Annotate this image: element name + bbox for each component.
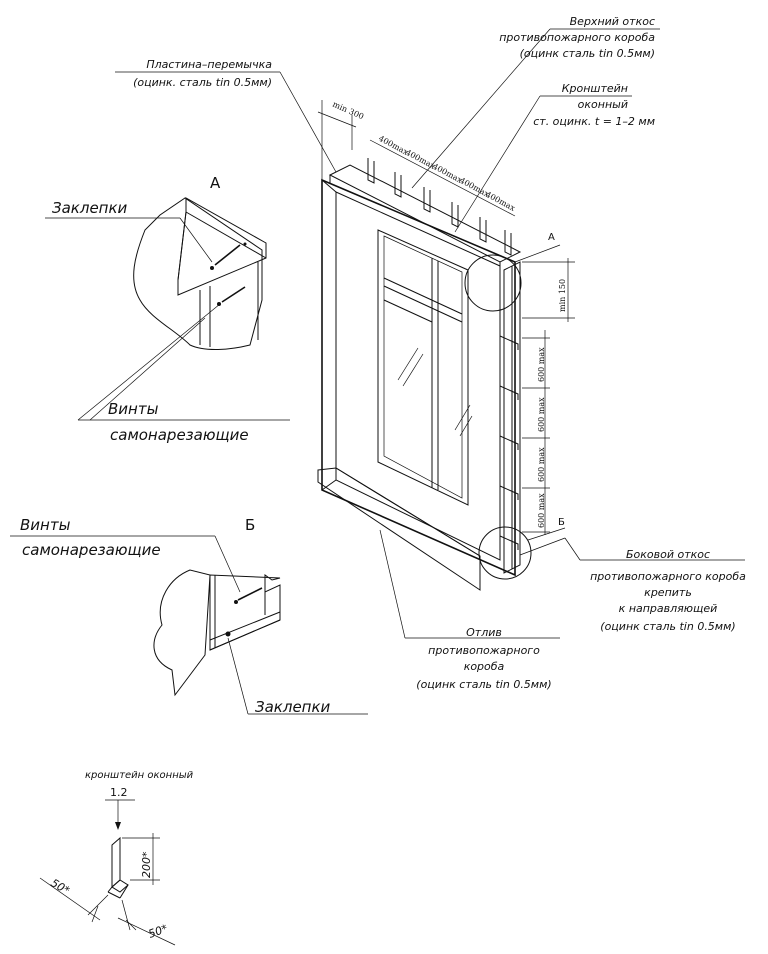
svg-text:короба: короба [464,660,505,673]
detail-b: Винты самонарезающие Б Заклепки [10,516,368,716]
callout-sill: Отлив противопожарного короба (оцинк ста… [379,529,560,691]
bracket-detail: кронштейн оконный 1.2 200* 50* 50* [39,770,194,946]
dim-min-150: min 150 [558,279,567,312]
svg-text:(оцинк сталь tin 0.5мм): (оцинк сталь tin 0.5мм) [416,678,551,691]
detail-a-screws-label-1: Винты [108,400,159,418]
dim-top: min 300 400max 400max 400max 400max 400m… [317,100,517,217]
detail-b-marker: Б [245,516,255,534]
svg-text:к направляющей: к направляющей [619,602,718,615]
window-sash [377,229,469,506]
svg-text:Верхний откос: Верхний откос [570,15,655,28]
dim-side: min 150 600 max 600 max 600 max 600 max [522,258,575,535]
window-outer-frame [321,178,516,577]
svg-text:Кронштейн: Кронштейн [562,82,628,95]
dim-600-2: 600 max [537,397,546,432]
detail-b-rivets-label: Заклепки [255,698,331,716]
marker-a: А [548,232,555,243]
svg-text:(оцинк сталь tin 0.5мм): (оцинк сталь tin 0.5мм) [600,620,735,633]
dim-min-300: min 300 [331,100,365,122]
bracket-title: кронштейн оконный [85,770,194,781]
dim-600-4: 600 max [537,493,546,528]
window-assembly [317,158,532,591]
callout-lintel-plate: Пластина–перемычка (оцинк. сталь tin 0.5… [115,58,337,173]
detail-b-screws-label-2: самонарезающие [22,541,161,559]
detail-circle-a [464,254,522,312]
dim-400-5: 400max [484,190,517,213]
svg-text:противопожарного короба: противопожарного короба [590,570,746,583]
svg-text:Отлив: Отлив [466,626,502,639]
detail-a-marker: А [210,174,221,192]
window-opening [335,191,501,561]
dim-600-1: 600 max [537,347,546,382]
dim-600-3: 600 max [537,447,546,482]
lintel-plate [328,164,522,263]
svg-text:противопожарного короба: противопожарного короба [499,31,655,44]
svg-text:крепить: крепить [644,586,692,599]
detail-b-screws-label-1: Винты [20,516,71,534]
bracket-leg-right-label: 50* [147,922,170,941]
svg-text:Пластина–перемычка: Пластина–перемычка [146,58,272,71]
svg-text:(оцинк сталь tin 0.5мм): (оцинк сталь tin 0.5мм) [520,47,655,60]
sill-flashing [317,467,481,591]
detail-circle-b [478,526,532,580]
detail-a: А Заклепки Винты самонарезающие [45,174,290,444]
svg-text:ст. оцинк. t = 1–2 мм: ст. оцинк. t = 1–2 мм [533,115,655,128]
bracket-thickness-label: 1.2 [110,786,128,799]
svg-text:(оцинк. сталь tin 0.5мм): (оцинк. сталь tin 0.5мм) [133,76,272,89]
svg-text:оконный: оконный [578,98,628,111]
bracket-leg-left-label: 50* [49,876,73,897]
svg-text:Боковой откос: Боковой откос [626,548,710,561]
detail-a-rivets-label: Заклепки [52,199,128,217]
callout-window-bracket: Кронштейн оконный ст. оцинк. t = 1–2 мм [454,82,655,233]
side-brackets [499,335,519,550]
callout-side-reveal: Боковой откос противопожарного короба кр… [519,537,746,633]
callout-top-reveal: Верхний откос противопожарного короба (о… [411,15,660,189]
bracket-height-label: 200* [140,851,153,878]
top-brackets [367,158,512,256]
marker-b: Б [558,517,565,528]
svg-text:противопожарного: противопожарного [428,644,540,657]
detail-a-screws-label-2: самонарезающие [110,426,249,444]
